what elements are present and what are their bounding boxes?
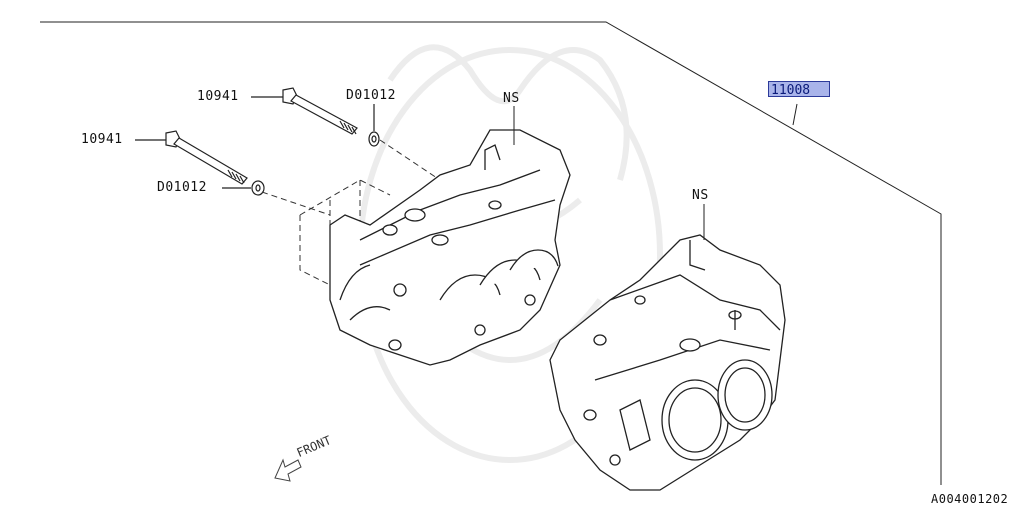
figure-id: A004001202	[931, 492, 1009, 506]
callout-bolt-lower[interactable]: 10941	[81, 132, 123, 147]
callout-ns-left: NS	[503, 91, 520, 106]
frame-line	[40, 21, 942, 485]
bolt-upper-icon	[251, 87, 358, 135]
washer-lower-icon	[222, 180, 265, 196]
callout-bolt-upper[interactable]: 10941	[197, 89, 239, 104]
callout-washer-lower[interactable]: D01012	[157, 180, 207, 195]
callout-ns-right: NS	[692, 188, 709, 203]
upper-crankcase-half	[329, 129, 571, 366]
leader-11008	[792, 103, 798, 126]
bolt-lower-icon	[135, 130, 248, 185]
assembly-part-number[interactable]: 11008	[768, 81, 830, 98]
cylinder-block-half	[549, 234, 786, 491]
washer-upper-icon	[368, 104, 380, 147]
callout-washer-upper[interactable]: D01012	[346, 88, 396, 103]
front-arrow-icon	[274, 458, 302, 482]
